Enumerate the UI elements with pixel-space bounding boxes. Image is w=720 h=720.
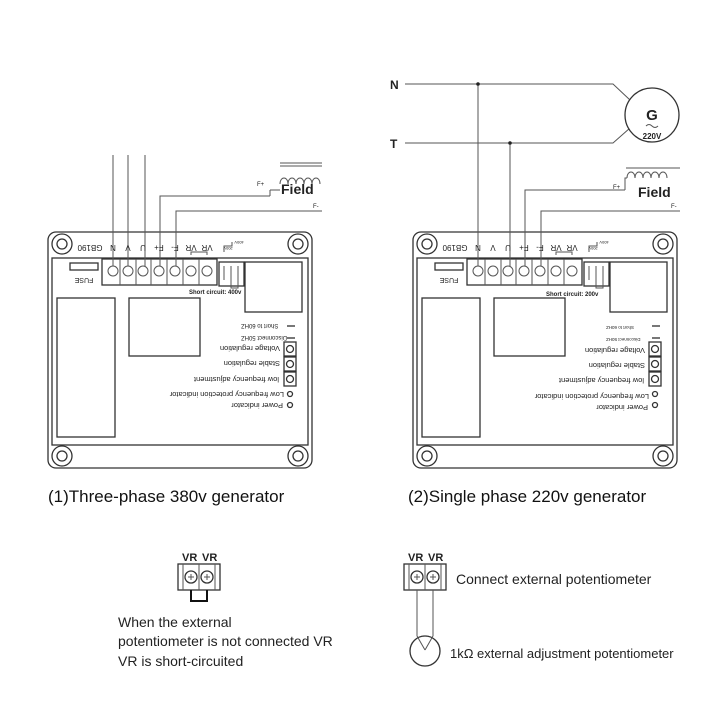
note-line-1: When the external [118, 614, 232, 630]
vr-label: VR [428, 552, 443, 564]
short-circuit-label: Short circuit: 200v [546, 292, 599, 298]
voltage-regulation-label: Voltage regulation [220, 344, 280, 353]
regulator-board-2: N T G 220V Field F+ F- GB190 N V U F+ F-… [390, 78, 680, 506]
board1-wires [112, 155, 322, 266]
junction-dot [508, 141, 512, 145]
voltage-regulation-label: Voltage regulation [585, 346, 645, 355]
terminal-label-v: V [125, 243, 131, 252]
short-60hz-label: Short to 60HZ [241, 322, 279, 328]
fuse-label: FUSE [74, 276, 93, 283]
fuse-label: FUSE [439, 276, 458, 283]
vr-label: VR [408, 552, 423, 564]
vr-label: VR [202, 552, 217, 564]
terminal-label-fminus: F- [171, 243, 179, 252]
terminal-label-fminus: F- [536, 243, 544, 252]
terminal-label-n: N [475, 243, 481, 252]
terminal-label-u: U [140, 243, 146, 252]
external-pot-diagram: VR VR Connect external potentiometer 1kΩ… [403, 552, 674, 667]
low-frequency-indicator-label: Low frequency protection indicator [169, 390, 284, 399]
v200-label: 200V [223, 246, 233, 251]
board2-wires [405, 83, 680, 266]
low-frequency-adjustment-label: low frequency adjustment [193, 375, 279, 384]
terminal-label-vr: VR [566, 243, 577, 252]
board1-labels: GB190 N V U F+ F- VR VR 400V 200V FUSE S… [74, 240, 287, 410]
generator-voltage: 220V [643, 132, 662, 141]
terminal-label-vr: VR [201, 243, 212, 252]
disconnect-50hz-label: Disconnect 50HZ [606, 337, 641, 342]
generator-icon [624, 87, 680, 143]
power-indicator-label: Power indicator [231, 401, 283, 410]
stable-regulation-label: Stable regulation [224, 359, 280, 368]
junction-dot [476, 82, 480, 86]
v400-label: 400V [599, 240, 609, 245]
short-60hz-label: Short to 60HZ [606, 325, 634, 330]
fplus-label: F+ [613, 185, 621, 191]
field-coil-icon [269, 162, 322, 196]
power-indicator-label: Power indicator [596, 403, 648, 412]
stable-regulation-label: Stable regulation [589, 361, 645, 370]
field-coil-icon [624, 167, 680, 190]
disconnect-50hz-label: Disconnect 50HZ [241, 334, 287, 340]
terminal-label-vr: VR [550, 243, 561, 252]
connect-pot-label: Connect external potentiometer [456, 571, 652, 587]
field-label: Field [638, 184, 671, 200]
generator-symbol: G [646, 107, 658, 124]
regulator-board-1: Field F+ F- GB190 N V U F+ F- VR VR 400V… [47, 155, 322, 506]
v400-label: 400V [234, 240, 244, 245]
low-frequency-indicator-label: Low frequency protection indicator [534, 392, 649, 401]
vr-short-diagram: VR VR When the external potentiometer is… [118, 552, 333, 669]
short-circuit-label: Short circuit: 400v [189, 290, 242, 296]
terminal-label-vr: VR [185, 243, 196, 252]
fminus-label: F- [313, 204, 319, 210]
fminus-label: F- [671, 204, 677, 210]
line-n-label: N [390, 78, 399, 92]
caption-three-phase: (1)Three-phase 380v generator [48, 487, 285, 506]
low-frequency-adjustment-label: low frequency adjustment [558, 376, 644, 385]
terminal-label-fplus: F+ [154, 243, 164, 252]
model-label: GB190 [77, 243, 102, 252]
vr-label: VR [182, 552, 197, 564]
terminal-label-v: V [490, 243, 496, 252]
note-line-3: VR is short-circuited [118, 653, 243, 669]
board2-labels: GB190 N V U F+ F- VR VR 400V 200V FUSE S… [439, 240, 649, 412]
fplus-label: F+ [257, 182, 265, 188]
note-line-2: potentiometer is not connected VR [118, 633, 333, 649]
field-label: Field [281, 181, 314, 197]
model-label: GB190 [442, 243, 467, 252]
caption-single-phase: (2)Single phase 220v generator [408, 487, 646, 506]
potentiometer-icon [409, 635, 441, 667]
terminal-label-u: U [505, 243, 511, 252]
line-t-label: T [390, 137, 398, 151]
pot-label: 1kΩ external adjustment potentiometer [450, 646, 674, 661]
terminal-label-n: N [110, 243, 116, 252]
terminal-label-fplus: F+ [519, 243, 529, 252]
v200-label: 200V [588, 246, 598, 251]
